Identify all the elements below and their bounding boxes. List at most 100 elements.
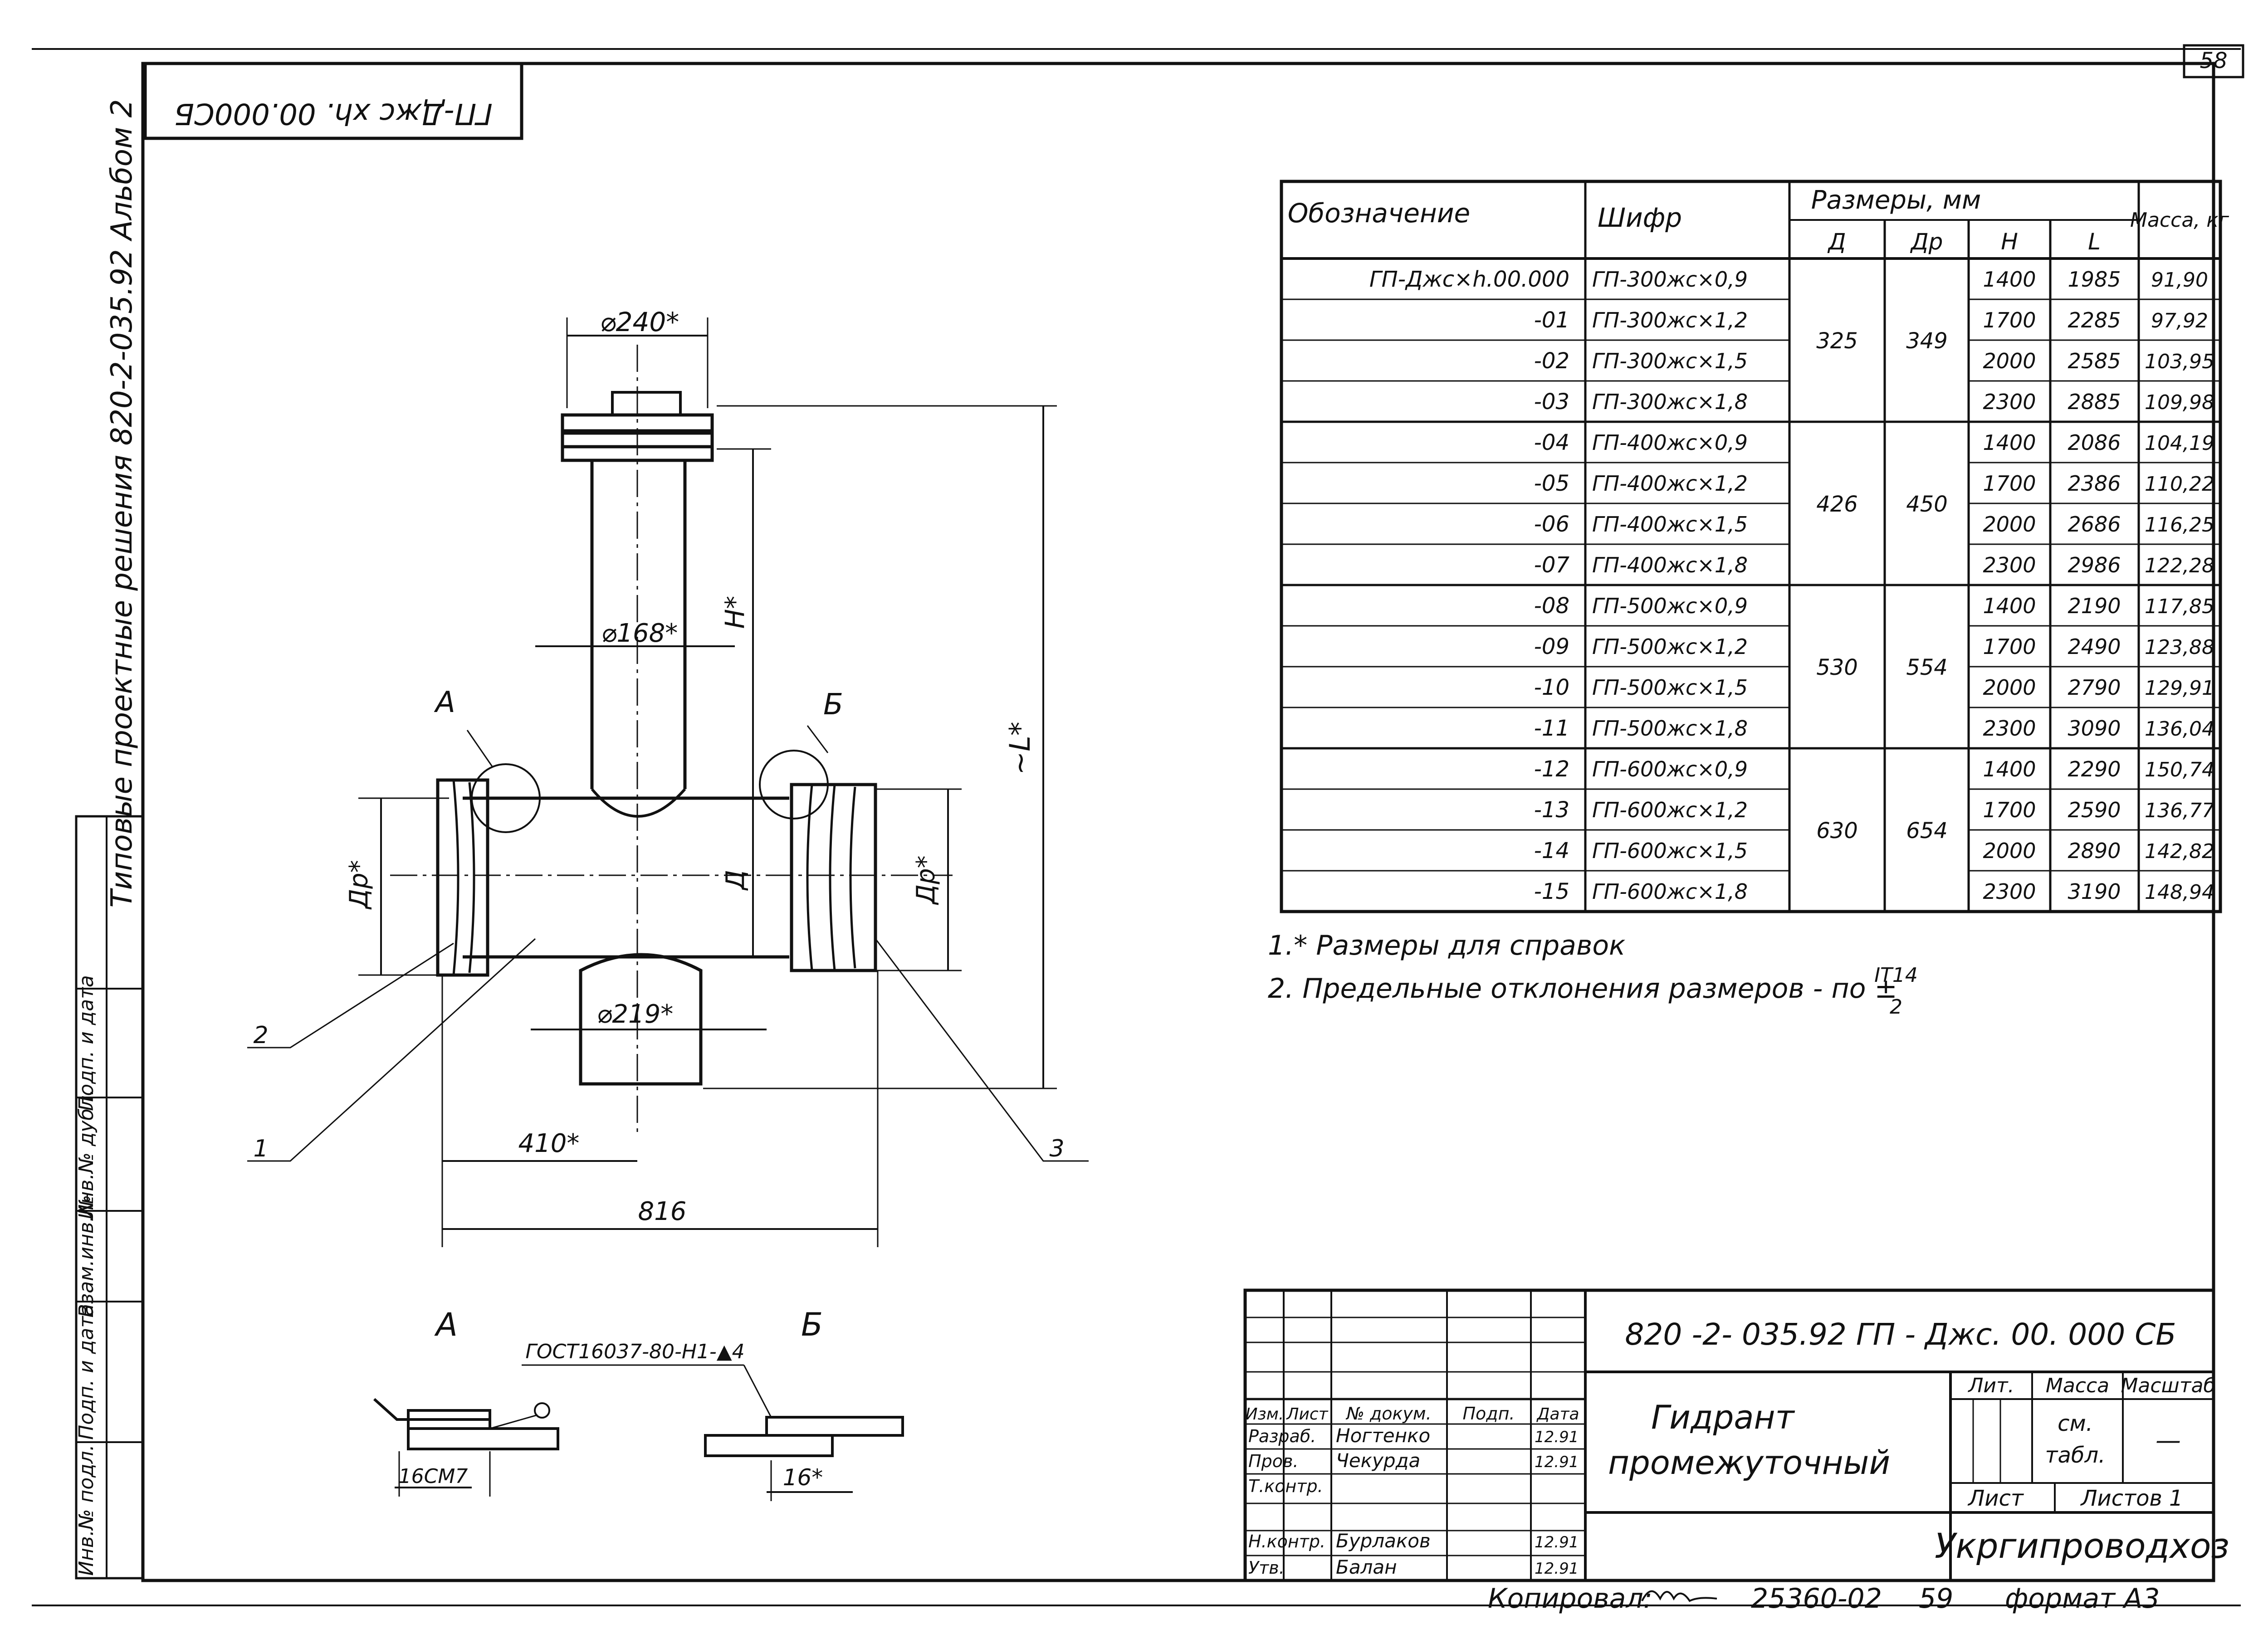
cell-h: 2000 (1983, 512, 2036, 537)
cell-mass: 117,85 (2145, 595, 2214, 618)
cell-code: ГП-300жс×0,9 (1592, 267, 1748, 292)
cell-d: 530 (1816, 655, 1858, 680)
cell-l: 2290 (2068, 757, 2121, 781)
organization: Укргипроводхоз (1935, 1526, 2229, 1566)
note-1: 1.* Размеры для справок (1268, 930, 1625, 961)
cell-h: 2000 (1983, 839, 2036, 863)
dim-dp-left: Дp* (344, 860, 374, 910)
title-block: Изм. Лист № докум. Подп. Дата Разраб.Ног… (1243, 1288, 2229, 1582)
position-2: 2 (253, 1022, 268, 1049)
dim-410: 410* (518, 1129, 580, 1158)
cell-mass: 110,22 (2145, 473, 2214, 496)
cell-designation: -01 (1534, 307, 1569, 333)
position-3: 3 (1049, 1135, 1064, 1162)
cell-designation: -09 (1534, 634, 1569, 659)
side-stamp-label-2: Взам.инв.№ (75, 1195, 98, 1318)
cell-l: 2190 (2068, 594, 2121, 618)
listov-label: Листов 1 (2080, 1486, 2183, 1511)
role-date: 12.91 (1535, 1533, 1579, 1551)
cell-dp: 450 (1906, 492, 1948, 517)
cell-designation: -06 (1534, 512, 1569, 537)
role-label: Н.контр. (1248, 1532, 1325, 1551)
cell-mass: 148,94 (2145, 881, 2214, 904)
hydrant-drawing: ⌀240* ⌀168* ⌀219* H* ~L* Дp* Дp* Д 410* … (247, 307, 1089, 1247)
cell-l: 2386 (2068, 471, 2121, 496)
cell-mass: 123,88 (2145, 636, 2214, 659)
cell-l: 3190 (2068, 879, 2121, 904)
cell-l: 2490 (2068, 634, 2121, 659)
header-d: Д (1827, 229, 1846, 255)
role-date: 12.91 (1535, 1453, 1579, 1471)
cell-code: ГП-600жс×1,2 (1592, 798, 1748, 822)
cell-h: 1400 (1983, 757, 2036, 781)
cell-dp: 554 (1906, 655, 1948, 680)
cell-h: 2300 (1983, 716, 2036, 741)
role-date: 12.91 (1535, 1560, 1579, 1578)
callout-b-label: Б (823, 688, 843, 722)
cell-l: 2885 (2068, 390, 2121, 414)
cell-code: ГП-600жс×1,8 (1592, 879, 1748, 904)
cell-dp: 349 (1906, 328, 1948, 354)
cell-h: 1700 (1983, 798, 2036, 822)
cell-mass: 104,19 (2145, 432, 2214, 455)
cell-l: 2585 (2068, 349, 2121, 373)
col-sign: Подп. (1462, 1404, 1515, 1424)
cell-designation: -11 (1534, 716, 1569, 741)
cell-d: 325 (1816, 328, 1858, 354)
cell-designation: -03 (1534, 389, 1569, 415)
list-label: Лист (1967, 1486, 2024, 1511)
lit-label: Лит. (1967, 1374, 2014, 1397)
cell-h: 1700 (1983, 308, 2036, 332)
footer: Копировал: 25360-02 59 формат А3 (1488, 1583, 2160, 1614)
sheet-frame: 58 ГП-Джс хh. 00.000СБ Типовые проектные… (32, 44, 2244, 1606)
cell-designation: -08 (1534, 593, 1569, 619)
cell-code: ГП-600жс×1,5 (1592, 839, 1748, 863)
cell-mass: 150,74 (2145, 758, 2214, 781)
cell-h: 2000 (1983, 675, 2036, 700)
cell-code: ГП-300жс×1,2 (1592, 308, 1748, 332)
cell-designation: -14 (1534, 838, 1569, 863)
cell-designation: -12 (1534, 756, 1569, 782)
cell-l: 2986 (2068, 553, 2121, 577)
sheet-number: 58 (2200, 48, 2227, 73)
header-code: Шифр (1598, 202, 1682, 233)
cell-code: ГП-600жс×0,9 (1592, 757, 1748, 781)
mass-value-1: см. (2058, 1411, 2093, 1436)
cell-d: 630 (1816, 818, 1858, 844)
dim-d: Д (721, 870, 750, 891)
note-2: 2. Предельные отклонения размеров - по ± (1268, 973, 1897, 1005)
header-mass: Масса, кг (2130, 209, 2229, 232)
cell-code: ГП-300жс×1,5 (1592, 349, 1748, 373)
cell-designation: -15 (1534, 879, 1569, 904)
masshtab-label: Масштаб (2121, 1374, 2215, 1397)
role-date: 12.91 (1535, 1428, 1579, 1446)
product-name-line2: промежуточный (1608, 1444, 1890, 1482)
cell-code: ГП-400жс×1,2 (1592, 471, 1748, 496)
dim-d219: ⌀219* (597, 1000, 674, 1029)
cell-h: 2000 (1983, 349, 2036, 373)
dim-d240: ⌀240* (600, 307, 679, 337)
cell-designation: ГП-Джс×h.00.000 (1369, 267, 1569, 292)
cell-code: ГП-400жс×1,5 (1592, 512, 1748, 537)
cell-l: 2686 (2068, 512, 2121, 537)
cell-code: ГП-500жс×1,2 (1592, 634, 1748, 659)
header-l: L (2088, 229, 2101, 255)
weld-note: ГОСТ16037-80-Н1-▲4 (525, 1340, 744, 1363)
callout-a-label: А (434, 686, 455, 719)
cell-mass: 103,95 (2145, 350, 2214, 373)
copier-signature (1641, 1590, 1717, 1602)
cell-mass: 129,91 (2145, 677, 2214, 700)
role-name: Бурлаков (1336, 1530, 1431, 1552)
cell-dp: 654 (1906, 818, 1948, 844)
cell-d: 426 (1816, 492, 1858, 517)
cell-mass: 109,98 (2145, 391, 2214, 414)
footer-sheet: 59 (1919, 1583, 1953, 1614)
header-h: Н (2001, 229, 2018, 255)
cell-mass: 116,25 (2145, 513, 2214, 537)
cell-l: 2285 (2068, 308, 2121, 332)
cell-h: 2300 (1983, 553, 2036, 577)
cell-code: ГП-500жс×0,9 (1592, 594, 1748, 618)
cell-designation: -02 (1534, 348, 1569, 374)
cell-mass: 142,82 (2145, 840, 2214, 863)
